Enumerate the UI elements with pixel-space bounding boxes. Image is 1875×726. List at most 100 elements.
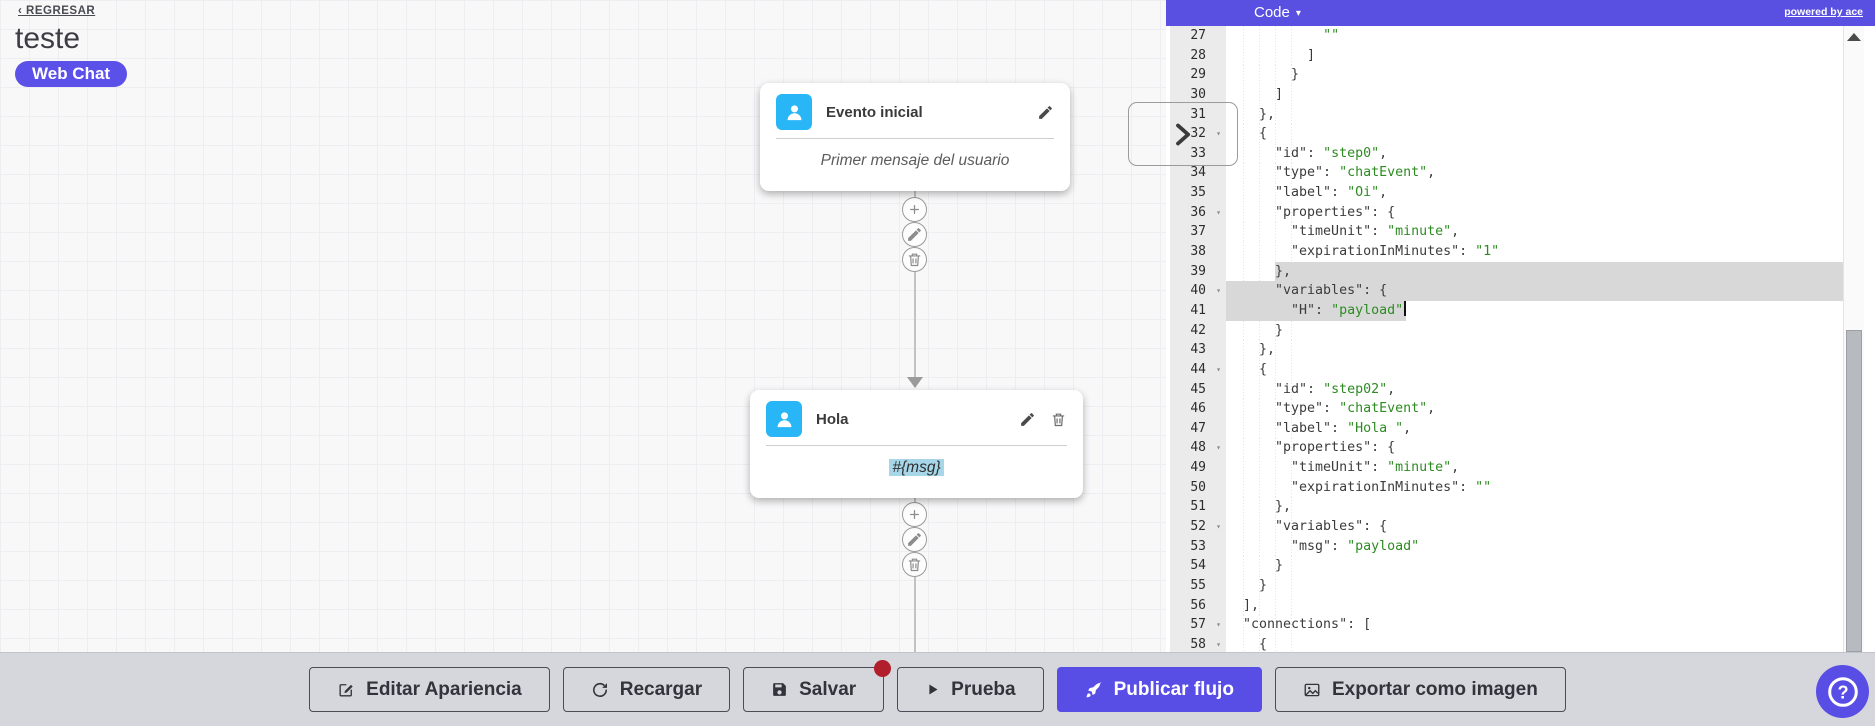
code-line[interactable]: 56], <box>1166 595 1864 616</box>
line-number[interactable]: 41 <box>1170 300 1226 321</box>
code-line[interactable]: 32▾ { <box>1166 124 1864 144</box>
panel-collapse-handle[interactable] <box>1128 102 1238 166</box>
code-line[interactable]: 38 "expirationInMinutes": "1" <box>1166 242 1864 262</box>
code-line-text[interactable]: ] <box>1226 84 1843 105</box>
code-line-text[interactable]: { <box>1226 359 1843 380</box>
code-line-text[interactable]: }, <box>1226 104 1843 125</box>
connector-add-button[interactable] <box>902 502 927 527</box>
code-line[interactable]: 33 "id": "step0", <box>1166 143 1864 164</box>
line-number[interactable]: 50 <box>1170 477 1226 498</box>
code-line-text[interactable]: "label": "Hola ", <box>1226 418 1843 439</box>
connector-add-button[interactable] <box>902 197 927 222</box>
scroll-up-arrow-icon[interactable] <box>1847 33 1861 41</box>
code-line[interactable]: 49 "timeUnit": "minute", <box>1166 458 1864 478</box>
editar-apariencia-button[interactable]: Editar Apariencia <box>309 667 550 712</box>
help-button[interactable]: ? <box>1816 665 1869 718</box>
code-line-text[interactable]: "expirationInMinutes": "" <box>1226 477 1843 498</box>
code-line[interactable]: 46 "type": "chatEvent", <box>1166 399 1864 419</box>
code-line[interactable]: 27 "" <box>1166 26 1864 46</box>
line-number[interactable]: 37 <box>1170 222 1226 243</box>
code-line[interactable]: 53 "msg": "payload" <box>1166 536 1864 557</box>
code-line-text[interactable]: } <box>1226 575 1843 596</box>
line-number[interactable]: 35 <box>1170 183 1226 203</box>
code-line-text[interactable]: "variables": { <box>1226 281 1843 301</box>
code-line[interactable]: 50 "expirationInMinutes": "" <box>1166 477 1864 498</box>
fold-arrow-icon[interactable]: ▾ <box>1216 443 1221 453</box>
connector-trash-button[interactable] <box>902 247 927 272</box>
code-line-text[interactable]: "msg": "payload" <box>1226 536 1843 557</box>
edit-node-icon[interactable] <box>1037 104 1054 121</box>
code-line[interactable]: 48▾ "properties": { <box>1166 438 1864 459</box>
code-line-text[interactable]: "connections": [ <box>1226 615 1843 635</box>
code-line[interactable]: 43 }, <box>1166 340 1864 360</box>
line-number[interactable]: 58▾ <box>1170 634 1226 652</box>
code-line-text[interactable]: "expirationInMinutes": "1" <box>1226 242 1843 262</box>
fold-arrow-icon[interactable]: ▾ <box>1216 639 1221 649</box>
code-line-text[interactable]: "" <box>1226 26 1843 46</box>
code-line-text[interactable]: "id": "step02", <box>1226 379 1843 400</box>
publicar-flujo-button[interactable]: Publicar flujo <box>1056 667 1262 712</box>
code-line[interactable]: 35 "label": "Oi", <box>1166 183 1864 203</box>
line-number[interactable]: 49 <box>1170 458 1226 478</box>
code-line[interactable]: 39 }, <box>1166 261 1864 282</box>
connector-pencil-button[interactable] <box>902 527 927 552</box>
scrollbar-thumb[interactable] <box>1846 330 1862 652</box>
line-number[interactable]: 42 <box>1170 320 1226 341</box>
line-number[interactable]: 29 <box>1170 65 1226 85</box>
code-line[interactable]: 30 ] <box>1166 84 1864 105</box>
code-line-text[interactable]: ], <box>1226 595 1843 616</box>
connector-pencil-button[interactable] <box>902 222 927 247</box>
code-line[interactable]: 36▾ "properties": { <box>1166 202 1864 223</box>
fold-arrow-icon[interactable]: ▾ <box>1216 286 1221 296</box>
line-number[interactable]: 38 <box>1170 242 1226 262</box>
code-line[interactable]: 28 ] <box>1166 45 1864 66</box>
code-line-text[interactable]: "type": "chatEvent", <box>1226 399 1843 419</box>
code-line[interactable]: 31 }, <box>1166 104 1864 125</box>
code-line[interactable]: 45 "id": "step02", <box>1166 379 1864 400</box>
code-line[interactable]: 51 }, <box>1166 497 1864 518</box>
code-line-text[interactable]: "variables": { <box>1226 517 1843 537</box>
code-line-text[interactable]: "properties": { <box>1226 202 1843 223</box>
line-number[interactable]: 52▾ <box>1170 517 1226 537</box>
fold-arrow-icon[interactable]: ▾ <box>1216 364 1221 374</box>
code-line-text[interactable]: "timeUnit": "minute", <box>1226 222 1843 243</box>
code-line[interactable]: 54 } <box>1166 556 1864 576</box>
line-number[interactable]: 31 <box>1170 104 1226 125</box>
code-line[interactable]: 42 } <box>1166 320 1864 341</box>
code-line-text[interactable]: "properties": { <box>1226 438 1843 459</box>
code-line[interactable]: 47 "label": "Hola ", <box>1166 418 1864 439</box>
code-line-text[interactable]: ] <box>1226 45 1843 66</box>
code-mode-dropdown[interactable]: Code▾ <box>1254 4 1301 21</box>
code-line[interactable]: 55 } <box>1166 575 1864 596</box>
exportar-como-imagen-button[interactable]: Exportar como imagen <box>1274 667 1566 712</box>
line-number[interactable]: 45 <box>1170 379 1226 400</box>
line-number[interactable]: 33 <box>1170 143 1226 164</box>
code-line-text[interactable]: "H": "payload" <box>1226 300 1843 321</box>
line-number[interactable]: 56 <box>1170 595 1226 616</box>
code-line[interactable]: 44▾ { <box>1166 359 1864 380</box>
back-link[interactable]: ‹ REGRESAR <box>18 5 96 17</box>
fold-arrow-icon[interactable]: ▾ <box>1216 522 1221 532</box>
line-number[interactable]: 51 <box>1170 497 1226 518</box>
recargar-button[interactable]: Recargar <box>562 667 731 712</box>
line-number[interactable]: 27 <box>1170 26 1226 46</box>
code-line-text[interactable]: "label": "Oi", <box>1226 183 1843 203</box>
code-line-text[interactable]: } <box>1226 65 1843 85</box>
code-line[interactable]: 34 "type": "chatEvent", <box>1166 163 1864 184</box>
code-line-text[interactable]: } <box>1226 556 1843 576</box>
code-line-text[interactable]: "timeUnit": "minute", <box>1226 458 1843 478</box>
line-number[interactable]: 47 <box>1170 418 1226 439</box>
node-hola[interactable]: Hola #{msg} <box>750 390 1083 498</box>
code-line[interactable]: 40▾ "variables": { <box>1166 281 1864 301</box>
line-number[interactable]: 53 <box>1170 536 1226 557</box>
line-number[interactable]: 44▾ <box>1170 359 1226 380</box>
powered-by-ace-link[interactable]: powered by ace <box>1784 6 1863 18</box>
salvar-button[interactable]: Salvar <box>743 660 892 712</box>
prueba-button[interactable]: Prueba <box>897 667 1044 712</box>
line-number[interactable]: 43 <box>1170 340 1226 360</box>
line-number[interactable]: 28 <box>1170 45 1226 66</box>
fold-arrow-icon[interactable]: ▾ <box>1216 129 1221 139</box>
code-line-text[interactable]: } <box>1226 320 1843 341</box>
flow-canvas[interactable]: ‹ REGRESAR teste Web Chat Evento inicial… <box>0 0 1166 652</box>
line-number[interactable]: 40▾ <box>1170 281 1226 301</box>
